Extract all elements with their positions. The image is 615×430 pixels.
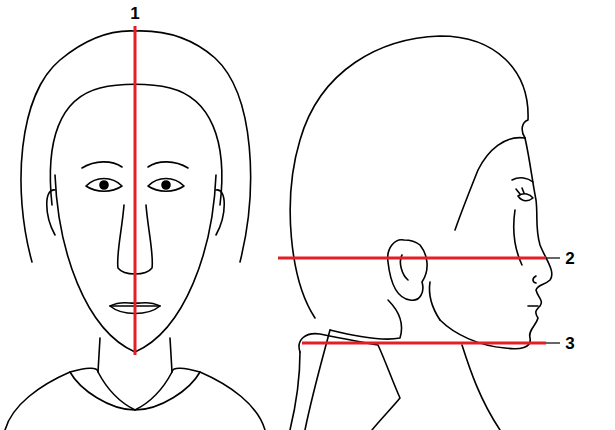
side-face-profile [440, 138, 552, 349]
front-ear-left [47, 190, 55, 235]
side-head [290, 36, 552, 430]
side-hair-outline [290, 36, 528, 318]
midsagittal-line [134, 26, 137, 355]
side-hair-lower [330, 300, 402, 339]
side-neck-front [462, 345, 500, 430]
front-brow-left [82, 162, 122, 168]
leader-line [546, 257, 560, 258]
reference-lines [135, 26, 546, 355]
occlusal-line [302, 342, 546, 345]
side-lashes [516, 188, 524, 194]
side-collar-back [290, 352, 300, 430]
front-pupil-left [100, 181, 108, 189]
side-ear [388, 240, 427, 301]
front-eye-right [148, 179, 184, 192]
side-jaw [429, 282, 440, 320]
callout-number: 2 [565, 250, 574, 267]
front-ear-right [216, 190, 224, 235]
front-brow-right [148, 162, 188, 168]
side-mouth [528, 305, 538, 307]
front-eye-left [86, 179, 122, 192]
side-nostril [533, 276, 536, 283]
leader-line [546, 342, 560, 343]
front-pupil-right [162, 181, 170, 189]
side-eyebrow [512, 178, 533, 182]
callout-number: 1 [130, 5, 139, 22]
front-collar [5, 368, 265, 430]
leader-lines [546, 258, 560, 343]
frankfort-line [278, 257, 546, 260]
side-neck-back [305, 330, 330, 430]
side-collar [299, 334, 400, 430]
front-collar-fold [70, 372, 200, 410]
callout-number: 3 [565, 335, 574, 352]
side-eye [518, 194, 533, 201]
